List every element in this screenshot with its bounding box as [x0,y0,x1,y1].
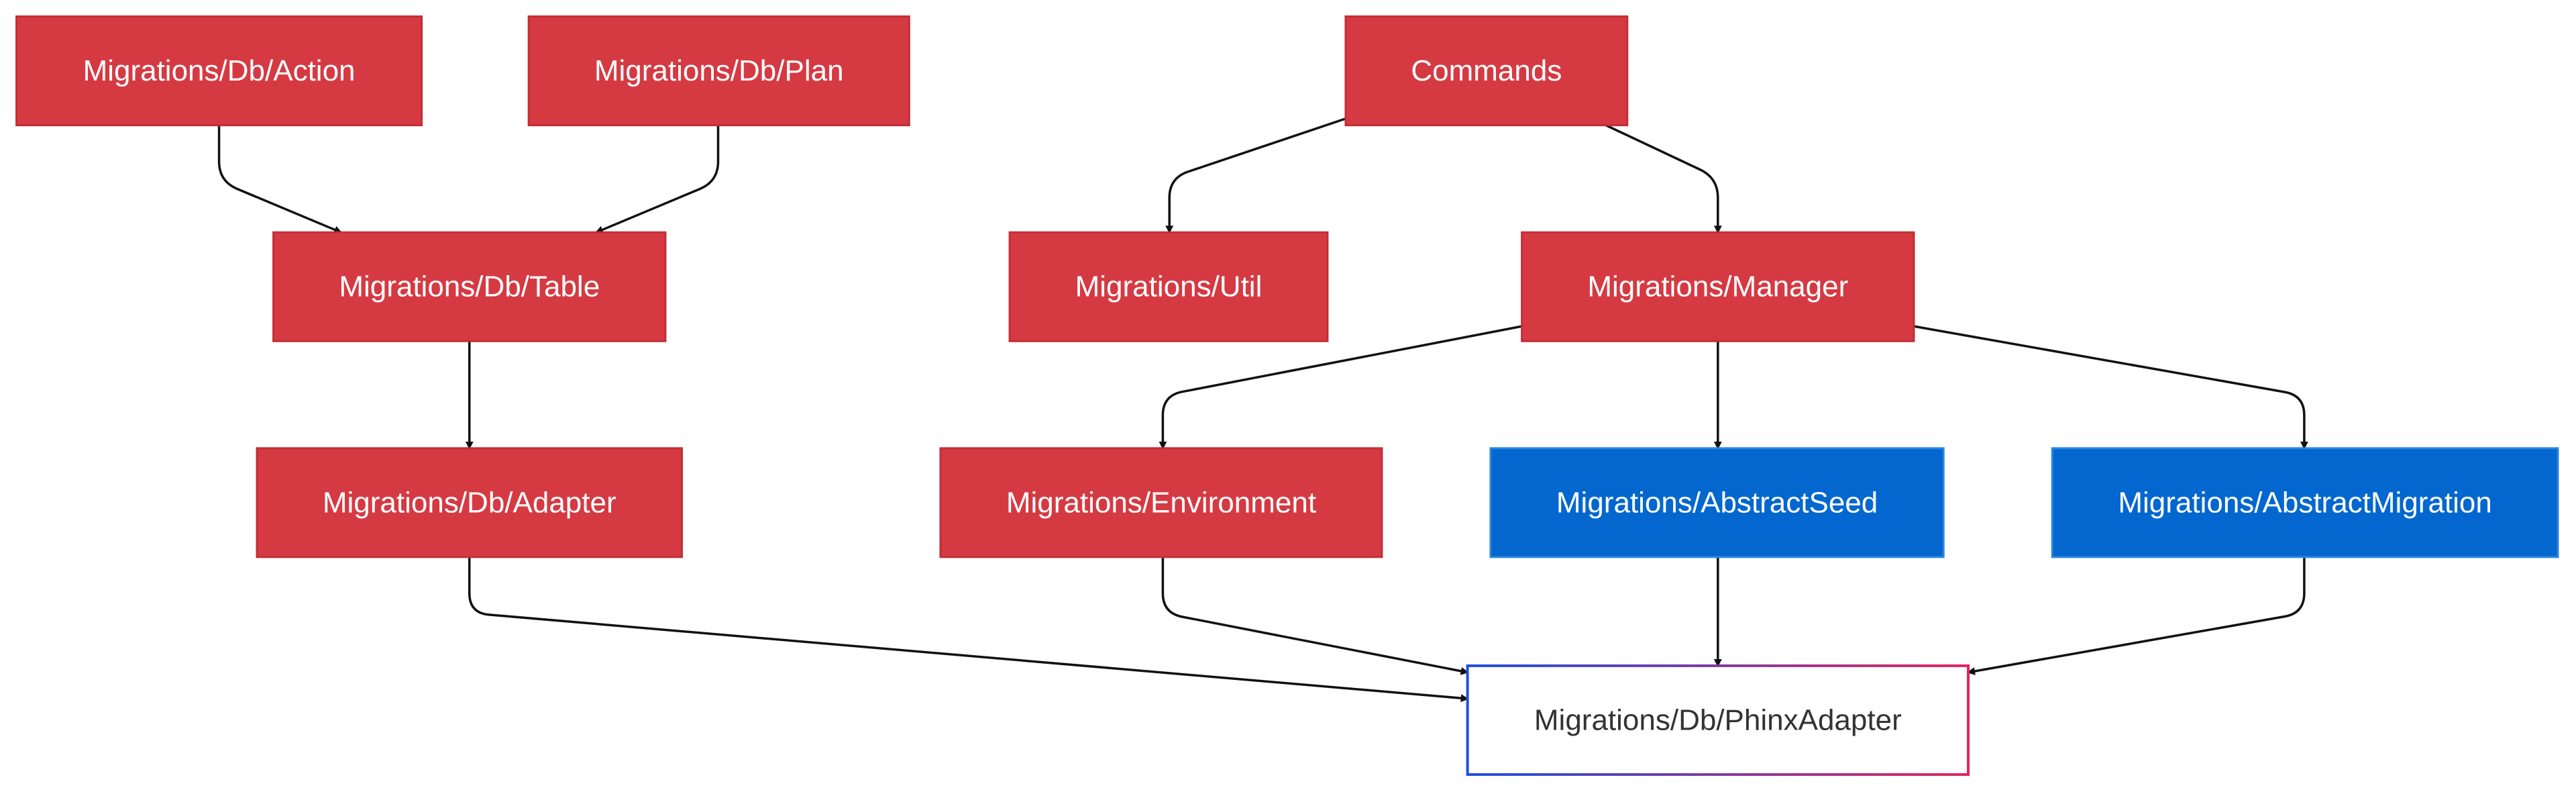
node-abstract-seed[interactable]: Migrations/AbstractSeed [1489,447,1945,558]
node-box-phinx-adapter [1466,664,1970,776]
node-label-util: Migrations/Util [1075,270,1263,303]
edge-commands-to-util [1165,117,1346,234]
node-label-db-adapter: Migrations/Db/Adapter [323,486,616,519]
node-environment[interactable]: Migrations/Environment [939,447,1383,558]
node-label-manager: Migrations/Manager [1587,270,1848,303]
node-manager[interactable]: Migrations/Manager [1521,231,1915,342]
node-abstract-migration[interactable]: Migrations/AbstractMigration [2051,447,2559,558]
node-db-plan[interactable]: Migrations/Db/Plan [527,15,910,127]
edge-db-adapter-to-phinx-adapter [468,556,1469,703]
node-box-manager [1521,231,1915,342]
node-db-action[interactable]: Migrations/Db/Action [15,15,423,127]
node-box-commands [1344,15,1629,127]
node-box-db-plan [527,15,910,127]
node-db-table[interactable]: Migrations/Db/Table [272,231,667,342]
edge-manager-to-abstract-migration [1913,325,2308,450]
node-label-abstract-migration: Migrations/AbstractMigration [2118,486,2492,519]
edges-layer [217,117,2308,703]
edge-commands-to-manager [1605,124,1722,234]
edge-environment-to-phinx-adapter [1161,556,1469,675]
node-box-util [1008,231,1329,342]
node-label-abstract-seed: Migrations/AbstractSeed [1556,486,1878,519]
nodes-layer: Migrations/Db/Action Migrations/Db/Plan Co… [15,15,2559,776]
node-label-db-table: Migrations/Db/Table [339,270,600,303]
node-box-environment [939,447,1383,558]
node-db-adapter[interactable]: Migrations/Db/Adapter [256,447,683,558]
node-phinx-adapter[interactable]: Migrations/Db/PhinxAdapter [1466,664,1970,776]
node-label-environment: Migrations/Environment [1006,486,1316,519]
node-box-db-table [272,231,667,342]
node-commands[interactable]: Commands [1344,15,1629,127]
node-box-abstract-migration [2051,447,2559,558]
node-label-commands: Commands [1411,54,1562,87]
node-box-db-adapter [256,447,683,558]
edge-abstract-migration-to-phinx-adapter [1967,556,2306,675]
node-box-abstract-seed [1489,447,1945,558]
node-label-db-plan: Migrations/Db/Plan [594,54,844,87]
edge-db-plan-to-db-table [594,125,720,234]
node-util[interactable]: Migrations/Util [1008,231,1329,342]
edge-manager-to-environment [1159,325,1522,450]
node-label-phinx-adapter: Migrations/Db/PhinxAdapter [1534,703,1902,736]
edge-db-action-to-db-table [217,125,343,234]
node-box-db-action [15,15,423,127]
node-label-db-action: Migrations/Db/Action [83,54,356,87]
